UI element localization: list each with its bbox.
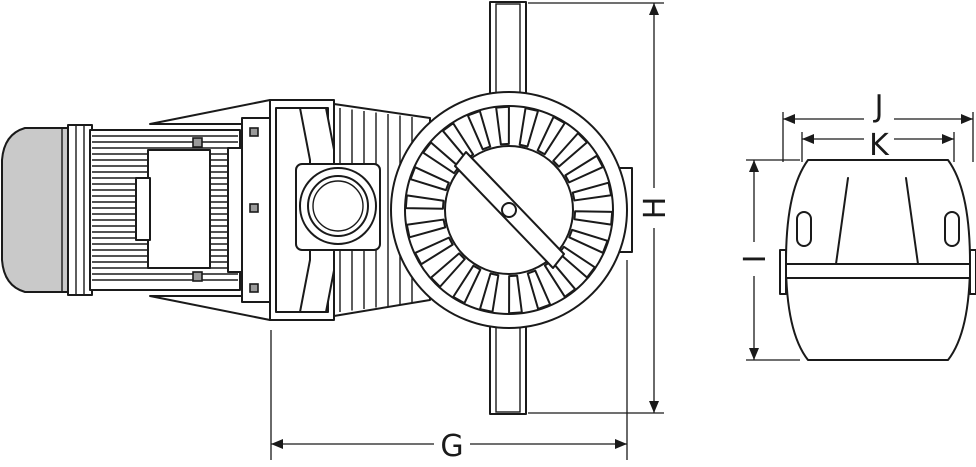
dimension-label-j: J (873, 89, 884, 124)
dimension-label-i: I (738, 255, 773, 264)
motor-flange (149, 99, 273, 321)
strainer-handle (489, 1, 527, 415)
dimension-g (270, 260, 628, 460)
motor-body (67, 124, 241, 296)
dimension-i (738, 159, 800, 361)
suction-port (295, 163, 381, 251)
motor-fan-cover (1, 127, 71, 293)
lid-side-view (779, 159, 976, 361)
strainer-lid (390, 91, 628, 329)
dimension-label-h: H (638, 197, 673, 220)
dimension-label-g: G (440, 429, 463, 464)
lid-ribs (404, 105, 614, 315)
dimension-label-k: K (869, 128, 890, 163)
dimension-k (801, 132, 955, 162)
dimension-h (528, 2, 670, 414)
terminal-box (147, 149, 211, 269)
dimension-j (782, 104, 974, 162)
